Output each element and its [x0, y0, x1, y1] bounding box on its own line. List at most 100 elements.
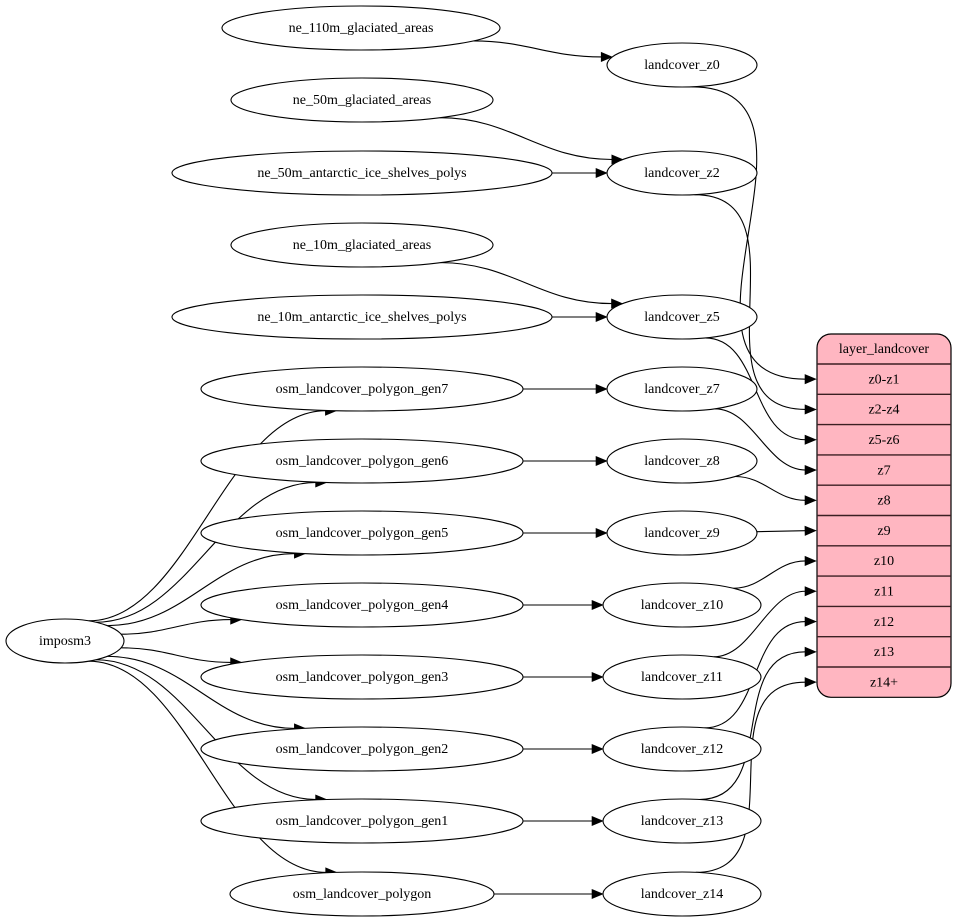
graph-edge [523, 455, 608, 467]
layer-table-row-label: z5-z6 [868, 433, 899, 448]
node-shape [200, 582, 524, 628]
graph-node-osm_landcover_polygon_gen1[interactable]: osm_landcover_polygon_gen1 [200, 798, 524, 844]
node-shape [200, 510, 524, 556]
node-label: osm_landcover_polygon_gen3 [276, 670, 449, 685]
edge-arrowhead [591, 815, 604, 827]
edge-line [107, 553, 295, 627]
graph-node-ne_50m_antarctic_ice_shelves_polys[interactable]: ne_50m_antarctic_ice_shelves_polys [171, 150, 553, 196]
node-label: landcover_z13 [641, 814, 723, 829]
node-shape [5, 618, 125, 664]
graph-edge [691, 86, 817, 385]
graph-node-ne_10m_antarctic_ice_shelves_polys[interactable]: ne_10m_antarctic_ice_shelves_polys [171, 294, 553, 340]
node-label: ne_50m_glaciated_areas [293, 93, 431, 108]
graph-edge [523, 815, 604, 827]
node-label: landcover_z2 [644, 166, 719, 181]
node-shape [602, 871, 762, 917]
node-label: landcover_z7 [644, 382, 719, 397]
node-label: osm_landcover_polygon_gen2 [276, 742, 449, 757]
edge-arrowhead [591, 743, 604, 755]
node-label: osm_landcover_polygon_gen5 [276, 526, 449, 541]
graph-node-ne_110m_glaciated_areas[interactable]: ne_110m_glaciated_areas [221, 5, 501, 51]
layer-table-row-label: z11 [874, 584, 894, 599]
graph-node-ne_50m_glaciated_areas[interactable]: ne_50m_glaciated_areas [230, 77, 494, 123]
graph-node-landcover_z8[interactable]: landcover_z8 [606, 438, 758, 484]
graph-node-landcover_z2[interactable]: landcover_z2 [606, 150, 758, 196]
node-label: landcover_z11 [641, 670, 723, 685]
node-label: osm_landcover_polygon_gen4 [276, 598, 449, 613]
graph-node-osm_landcover_polygon_gen7[interactable]: osm_landcover_polygon_gen7 [200, 366, 524, 412]
layer-table-header: layer_landcover [839, 342, 930, 357]
graph-node-osm_landcover_polygon_gen5[interactable]: osm_landcover_polygon_gen5 [200, 510, 524, 556]
node-shape [606, 510, 758, 556]
graph-edge [473, 40, 613, 63]
node-label: landcover_z10 [641, 598, 723, 613]
edge-line [95, 481, 317, 623]
node-shape [200, 726, 524, 772]
edge-arrowhead [600, 51, 613, 63]
graph-edge [699, 646, 817, 801]
edge-arrowhead [591, 671, 604, 683]
graph-node-landcover_z13[interactable]: landcover_z13 [602, 798, 762, 844]
graph-edge [735, 475, 817, 506]
graph-node-landcover_z9[interactable]: landcover_z9 [606, 510, 758, 556]
graph-edge [552, 167, 608, 179]
graph-edge [552, 311, 608, 323]
edge-line [95, 659, 317, 801]
graph-node-osm_landcover_polygon_gen3[interactable]: osm_landcover_polygon_gen3 [200, 654, 524, 700]
edge-arrowhead [804, 404, 817, 415]
node-label: landcover_z8 [644, 454, 719, 469]
node-label: ne_50m_antarctic_ice_shelves_polys [257, 166, 466, 181]
edge-arrowhead [595, 383, 608, 395]
node-shape [230, 77, 494, 123]
graph-node-landcover_z5[interactable]: landcover_z5 [606, 294, 758, 340]
edge-line [735, 475, 806, 501]
graph-node-landcover_z11[interactable]: landcover_z11 [602, 654, 762, 700]
edge-arrowhead [591, 888, 604, 900]
graph-edge [523, 671, 604, 683]
node-shape [606, 294, 758, 340]
node-shape [602, 654, 762, 700]
edge-arrowhead [804, 374, 817, 385]
graph-node-osm_landcover_polygon_gen4[interactable]: osm_landcover_polygon_gen4 [200, 582, 524, 628]
graph-edge [694, 194, 817, 415]
graph-node-osm_landcover_polygon_gen6[interactable]: osm_landcover_polygon_gen6 [200, 438, 524, 484]
node-label: osm_landcover_polygon_gen1 [276, 814, 449, 829]
node-shape [602, 798, 762, 844]
layer-table-row-label: z9 [877, 524, 890, 539]
node-label: ne_10m_antarctic_ice_shelves_polys [257, 310, 466, 325]
layer-table-row-label: z14+ [870, 675, 898, 690]
edge-line [714, 408, 806, 471]
graph-node-ne_10m_glaciated_areas[interactable]: ne_10m_glaciated_areas [230, 222, 494, 268]
graph-node-landcover_z10[interactable]: landcover_z10 [602, 582, 762, 628]
edge-arrowhead [804, 616, 817, 627]
layer-table-node: layer_landcoverz0-z1z2-z4z5-z6z7z8z9z10z… [816, 333, 952, 698]
node-shape [171, 150, 553, 196]
edge-arrowhead [804, 495, 817, 506]
node-shape [606, 438, 758, 484]
graph-node-landcover_z14[interactable]: landcover_z14 [602, 871, 762, 917]
edge-line [88, 660, 327, 873]
layer-table-row-label: z2-z4 [868, 403, 899, 418]
node-label: osm_landcover_polygon_gen7 [276, 382, 449, 397]
graph-edge [756, 525, 817, 536]
node-label: landcover_z9 [644, 526, 719, 541]
node-label: ne_10m_glaciated_areas [293, 238, 431, 253]
node-label: ne_110m_glaciated_areas [289, 21, 434, 36]
graph-node-osm_landcover_polygon[interactable]: osm_landcover_polygon [229, 871, 495, 917]
layer-table-row-label: z8 [877, 494, 890, 509]
graph-node-imposm3[interactable]: imposm3 [5, 618, 125, 664]
edge-arrowhead [804, 525, 817, 536]
graph-node-osm_landcover_polygon_gen2[interactable]: osm_landcover_polygon_gen2 [200, 726, 524, 772]
graph-node-landcover_z7[interactable]: landcover_z7 [606, 366, 758, 412]
graph-edge [523, 743, 604, 755]
graph-node-landcover_z12[interactable]: landcover_z12 [602, 726, 762, 772]
edge-arrowhead [804, 434, 817, 445]
graph-edge [121, 647, 243, 668]
node-label: imposm3 [39, 634, 91, 649]
edge-line [699, 651, 806, 801]
graph-edge [121, 614, 243, 635]
graph-edge [523, 527, 608, 539]
graph-node-landcover_z0[interactable]: landcover_z0 [606, 42, 758, 88]
layer-table-row-label: z10 [874, 554, 894, 569]
